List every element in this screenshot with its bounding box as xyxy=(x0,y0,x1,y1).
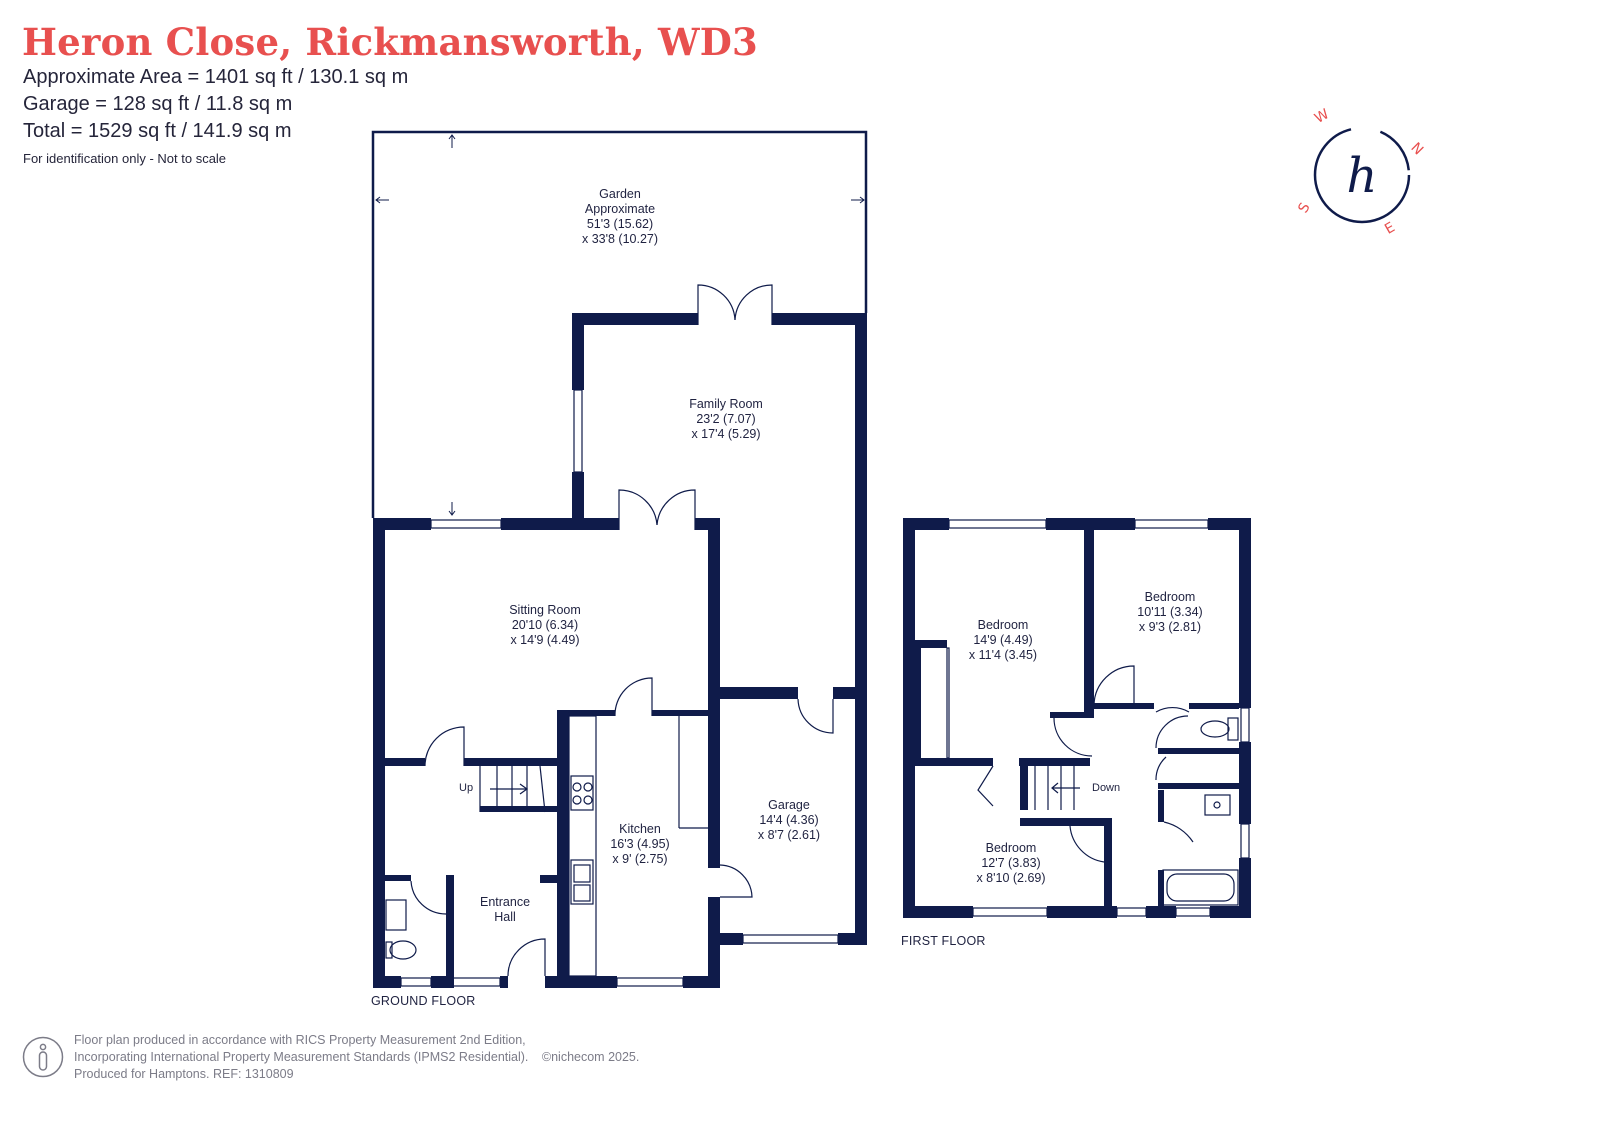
page-title: Heron Close, Rickmansworth, WD3 xyxy=(22,20,758,64)
footer-copyright: ©nichecom 2025. xyxy=(541,1050,640,1064)
info-icon xyxy=(22,1036,64,1078)
svg-text:Family Room: Family Room xyxy=(689,397,763,411)
svg-text:Hall: Hall xyxy=(494,910,516,924)
footer-line-2-row: Incorporating International Property Mea… xyxy=(74,1049,639,1066)
garage-area: Garage = 128 sq ft / 11.8 sq m xyxy=(23,93,293,115)
garage-label: Garage 14'4 (4.36) x 8'7 (2.61) xyxy=(758,798,820,842)
stairs-up-label: Up xyxy=(459,782,473,794)
bedroom-3-label: Bedroom 12'7 (3.83) x 8'10 (2.69) xyxy=(976,841,1045,885)
svg-text:x 9' (2.75): x 9' (2.75) xyxy=(612,852,667,866)
first-floor-walls xyxy=(903,518,1251,918)
footer-disclaimer: Floor plan produced in accordance with R… xyxy=(74,1032,639,1083)
bedroom-2-label: Bedroom 10'11 (3.34) x 9'3 (2.81) xyxy=(1137,590,1202,634)
svg-text:Bedroom: Bedroom xyxy=(978,618,1029,632)
svg-text:Bedroom: Bedroom xyxy=(1145,590,1196,604)
logo-letter: h xyxy=(1347,148,1378,204)
svg-text:Sitting Room: Sitting Room xyxy=(509,603,581,617)
svg-text:x 8'10 (2.69): x 8'10 (2.69) xyxy=(976,871,1045,885)
entrance-hall-label: Entrance Hall xyxy=(480,895,530,924)
family-room-label: Family Room 23'2 (7.07) x 17'4 (5.29) xyxy=(689,397,763,441)
svg-text:51'3 (15.62): 51'3 (15.62) xyxy=(587,217,653,231)
kitchen-label: Kitchen 16'3 (4.95) x 9' (2.75) xyxy=(610,822,669,866)
compass-logo: h W N S E xyxy=(1295,106,1426,238)
footer-line-2: Incorporating International Property Mea… xyxy=(74,1050,529,1064)
svg-text:Bedroom: Bedroom xyxy=(986,841,1037,855)
garden-outline xyxy=(371,130,868,518)
svg-text:x 9'3 (2.81): x 9'3 (2.81) xyxy=(1139,620,1201,634)
ground-floor-details xyxy=(385,284,839,987)
svg-text:14'4 (4.36): 14'4 (4.36) xyxy=(759,813,818,827)
svg-text:14'9 (4.49): 14'9 (4.49) xyxy=(973,633,1032,647)
first-floor-label: FIRST FLOOR xyxy=(901,934,986,948)
scale-note: For identification only - Not to scale xyxy=(23,151,227,166)
svg-text:12'7 (3.83): 12'7 (3.83) xyxy=(981,856,1040,870)
ground-floor-walls xyxy=(373,313,867,988)
svg-text:16'3 (4.95): 16'3 (4.95) xyxy=(610,837,669,851)
first-floor-details xyxy=(946,519,1250,917)
compass-ring xyxy=(1313,126,1411,224)
svg-text:Approximate: Approximate xyxy=(585,202,655,216)
garden-label: Garden Approximate 51'3 (15.62) x 33'8 (… xyxy=(582,187,658,246)
svg-text:Garden: Garden xyxy=(599,187,641,201)
svg-text:x 33'8 (10.27): x 33'8 (10.27) xyxy=(582,232,658,246)
svg-text:Garage: Garage xyxy=(768,798,810,812)
svg-text:20'10 (6.34): 20'10 (6.34) xyxy=(512,618,578,632)
bedroom-1-label: Bedroom 14'9 (4.49) x 11'4 (3.45) xyxy=(969,618,1037,662)
total-area: Total = 1529 sq ft / 141.9 sq m xyxy=(23,120,292,142)
svg-text:10'11 (3.34): 10'11 (3.34) xyxy=(1137,605,1202,619)
svg-text:Entrance: Entrance xyxy=(480,895,530,909)
footer-line-1: Floor plan produced in accordance with R… xyxy=(74,1033,526,1047)
footer-line-3: Produced for Hamptons. REF: 1310809 xyxy=(74,1067,294,1081)
svg-text:x 8'7 (2.61): x 8'7 (2.61) xyxy=(758,828,820,842)
svg-text:x 11'4 (3.45): x 11'4 (3.45) xyxy=(969,648,1037,662)
svg-text:Kitchen: Kitchen xyxy=(619,822,661,836)
sitting-room-label: Sitting Room 20'10 (6.34) x 14'9 (4.49) xyxy=(509,603,581,647)
ground-floor-label: GROUND FLOOR xyxy=(371,994,476,1008)
stairs-down-label: Down xyxy=(1092,782,1120,794)
svg-text:x 14'9 (4.49): x 14'9 (4.49) xyxy=(510,633,579,647)
approximate-area: Approximate Area = 1401 sq ft / 130.1 sq… xyxy=(23,66,409,88)
dimension-arrows xyxy=(375,134,865,516)
svg-text:23'2 (7.07): 23'2 (7.07) xyxy=(696,412,755,426)
svg-text:x 17'4 (5.29): x 17'4 (5.29) xyxy=(691,427,760,441)
